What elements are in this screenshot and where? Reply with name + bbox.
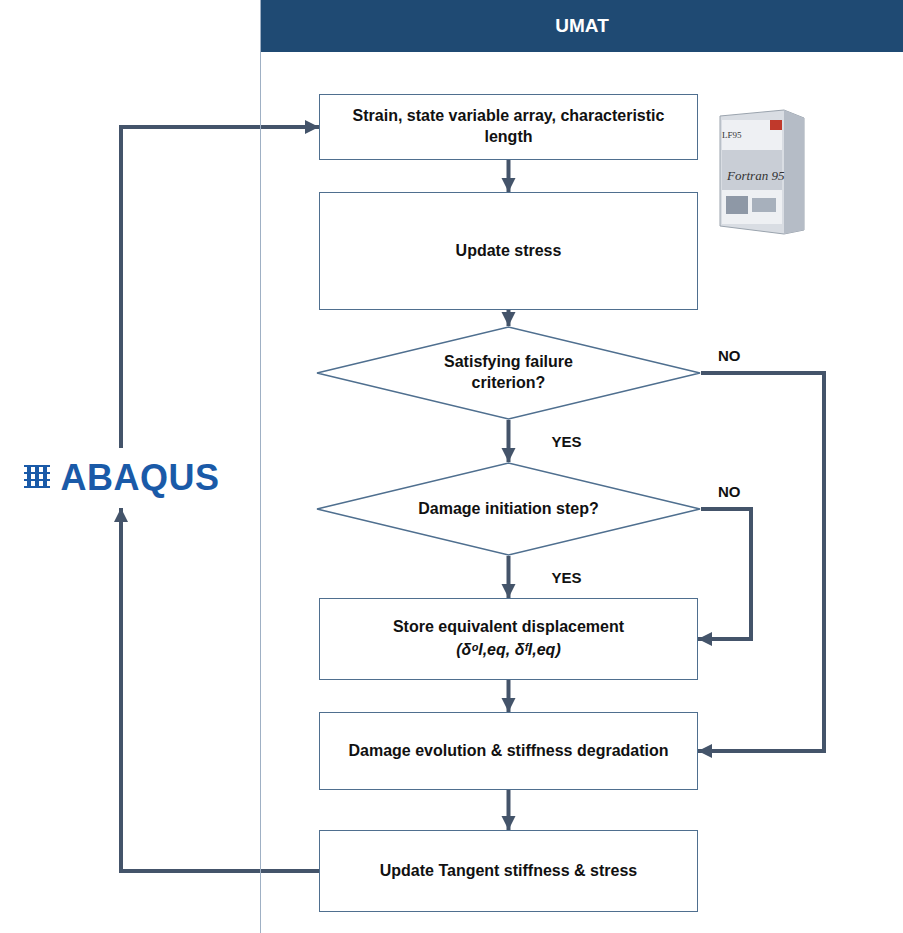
branch-label: NO (715, 346, 744, 365)
branch-label: YES (549, 432, 585, 451)
flow-arrow (507, 420, 511, 462)
product-name: Fortran 95 (727, 168, 784, 184)
node-text: Update Tangent stiffness & stress (380, 861, 638, 882)
process-box: Update Tangent stiffness & stress (319, 830, 698, 912)
node-text: Damage initiation step? (418, 499, 598, 520)
flow-arrow (121, 127, 319, 448)
diamond-outline (316, 326, 701, 420)
flow-arrow (698, 373, 824, 751)
branch-label: YES (549, 568, 585, 587)
software-logo: ABAQUS (18, 452, 224, 504)
flow-arrow (507, 310, 511, 326)
process-box: Strain, state variable array, characteri… (319, 94, 698, 160)
panel-header: UMAT (261, 0, 903, 52)
node-text: Satisfying failure criterion? (414, 352, 604, 394)
logo-text: ABAQUS (60, 457, 219, 499)
node-text: Store equivalent displacement (393, 617, 624, 638)
process-box: Update stress (319, 192, 698, 310)
node-text: Damage evolution & stiffness degradation (348, 741, 668, 762)
umat-panel: UMAT Strain, state variable array, charac… (260, 0, 903, 933)
flow-arrow (507, 160, 511, 192)
flow-arrow (507, 790, 511, 830)
process-box: Store equivalent displacement(δᵒI,eq, δᶠ… (319, 598, 698, 680)
node-text: Strain, state variable array, characteri… (334, 106, 683, 148)
product-badge: LF95 (722, 130, 742, 140)
decision-diamond: Damage initiation step? (316, 462, 701, 556)
node-text: (δᵒI,eq, δᶠI,eq) (456, 640, 560, 661)
flow-arrow (698, 509, 751, 639)
logo-icon (22, 463, 52, 493)
branch-label: NO (715, 482, 744, 501)
decision-diamond: Satisfying failure criterion? (316, 326, 701, 420)
flow-arrow (507, 680, 511, 712)
flow-arrow (121, 508, 319, 871)
flow-arrow (507, 556, 511, 598)
process-box: Damage evolution & stiffness degradation (319, 712, 698, 790)
node-text: Update stress (456, 241, 562, 262)
